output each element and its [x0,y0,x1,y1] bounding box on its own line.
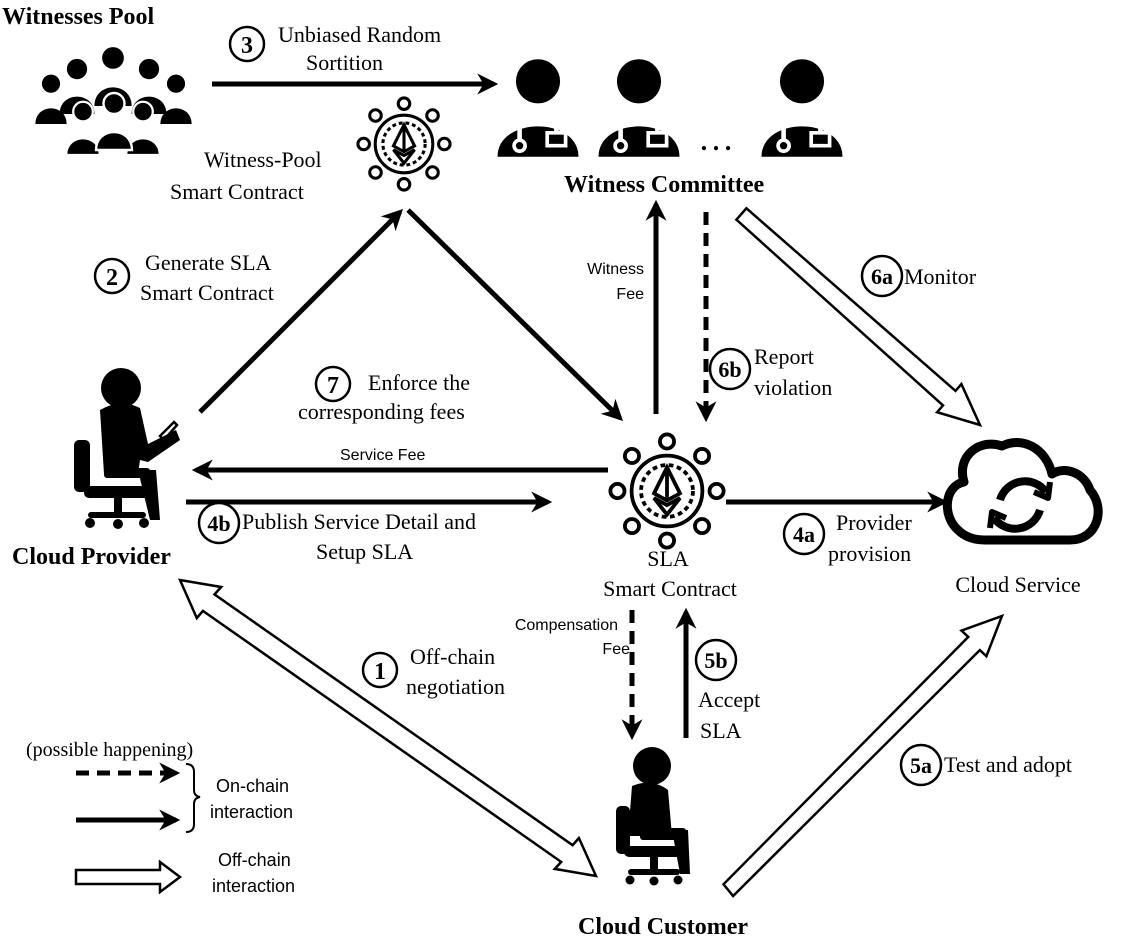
witness-fee-line2: Fee [616,286,644,303]
step-3-number: 3 [241,33,253,59]
witness-committee-title: Witness Committee [564,172,765,198]
step-6b-line2: violation [754,375,832,400]
step-5a-circle [899,743,943,787]
step-5b-line1: Accept [698,687,760,712]
step-7-line1: Enforce the [368,370,470,395]
cloud-service-title: Cloud Service [955,572,1080,597]
step-3-line2: Sortition [306,50,383,75]
step-6b-line1: Report [754,344,814,369]
step-4a-line2: provision [828,541,911,566]
witness-pool-contract-line1: Witness-Pool [204,147,322,172]
step-4b-circle [197,501,241,545]
step-4b-line1: Publish Service Detail and [242,509,476,534]
legend-onchain-line2: interaction [210,802,293,822]
witnesses-pool-icon [35,47,192,156]
step-4a-number: 4a [793,522,815,547]
step-6a-label: Monitor [904,264,977,289]
witnesses-pool-title: Witnesses Pool [2,4,155,30]
witness-fee-line1: Witness [587,261,644,278]
step-5b-number: 5b [704,648,727,673]
step-1-circle [361,651,399,689]
step-2-number: 2 [106,265,118,291]
service-fee-label: Service Fee [340,447,425,464]
cloud-customer-icon [616,747,690,886]
step-6a-circle [860,254,904,298]
compensation-fee-line1: Compensation [515,617,618,634]
witness-committee-icon [498,59,843,157]
step-4b-line2: Setup SLA [316,539,413,564]
step-6b-circle [708,347,752,391]
legend-offchain-line2: interaction [212,876,295,896]
step-3-circle [228,25,266,63]
step-5b-circle [694,638,738,682]
step-2-line1: Generate SLA [145,250,272,275]
sla-contract-icon [608,432,726,550]
compensation-fee-line2: Fee [602,641,630,658]
cloud-provider-icon [74,368,180,529]
cloud-service-icon [942,438,1103,545]
step-6b-number: 6b [718,357,741,382]
committee-ellipsis: … [698,118,734,158]
arrow-offchain-negotiation [177,578,599,878]
witness-pool-contract-line2: Smart Contract [170,179,304,204]
step-3-line1: Unbiased Random [278,22,441,47]
step-1-line1: Off-chain [410,644,495,669]
step-5a-number: 5a [910,753,932,778]
legend-offchain-line1: Off-chain [218,850,291,870]
step-2-line2: Smart Contract [140,280,274,305]
legend-onchain-line1: On-chain [216,776,289,796]
step-4b-number: 4b [207,511,230,536]
step-1-number: 1 [374,659,386,685]
step-7-line2: corresponding fees [298,399,465,424]
arrow-pool-to-sla [406,208,623,421]
step-2-circle [93,257,131,295]
step-6a-number: 6a [871,264,893,289]
step-4a-line1: Provider [836,510,912,535]
arrow-generate-sla [198,209,403,414]
arrow-test-adopt [721,613,1005,898]
cloud-provider-title: Cloud Provider [12,544,171,570]
legend-hollow-arrow [74,859,183,895]
arrow-monitor [734,206,983,427]
step-4a-circle [782,512,826,556]
sla-contract-line2: Smart Contract [603,576,737,601]
step-5b-line2: SLA [700,718,742,743]
step-1-line2: negotiation [406,674,505,699]
cloud-customer-title: Cloud Customer [578,914,748,940]
legend-brace [185,763,201,833]
witness-pool-contract-icon [356,96,452,192]
legend-possible-label: (possible happening) [26,739,193,761]
step-7-circle [314,365,352,403]
step-7-number: 7 [327,373,339,399]
sla-contract-line1: SLA [647,546,689,571]
step-5a-label: Test and adopt [944,752,1072,777]
